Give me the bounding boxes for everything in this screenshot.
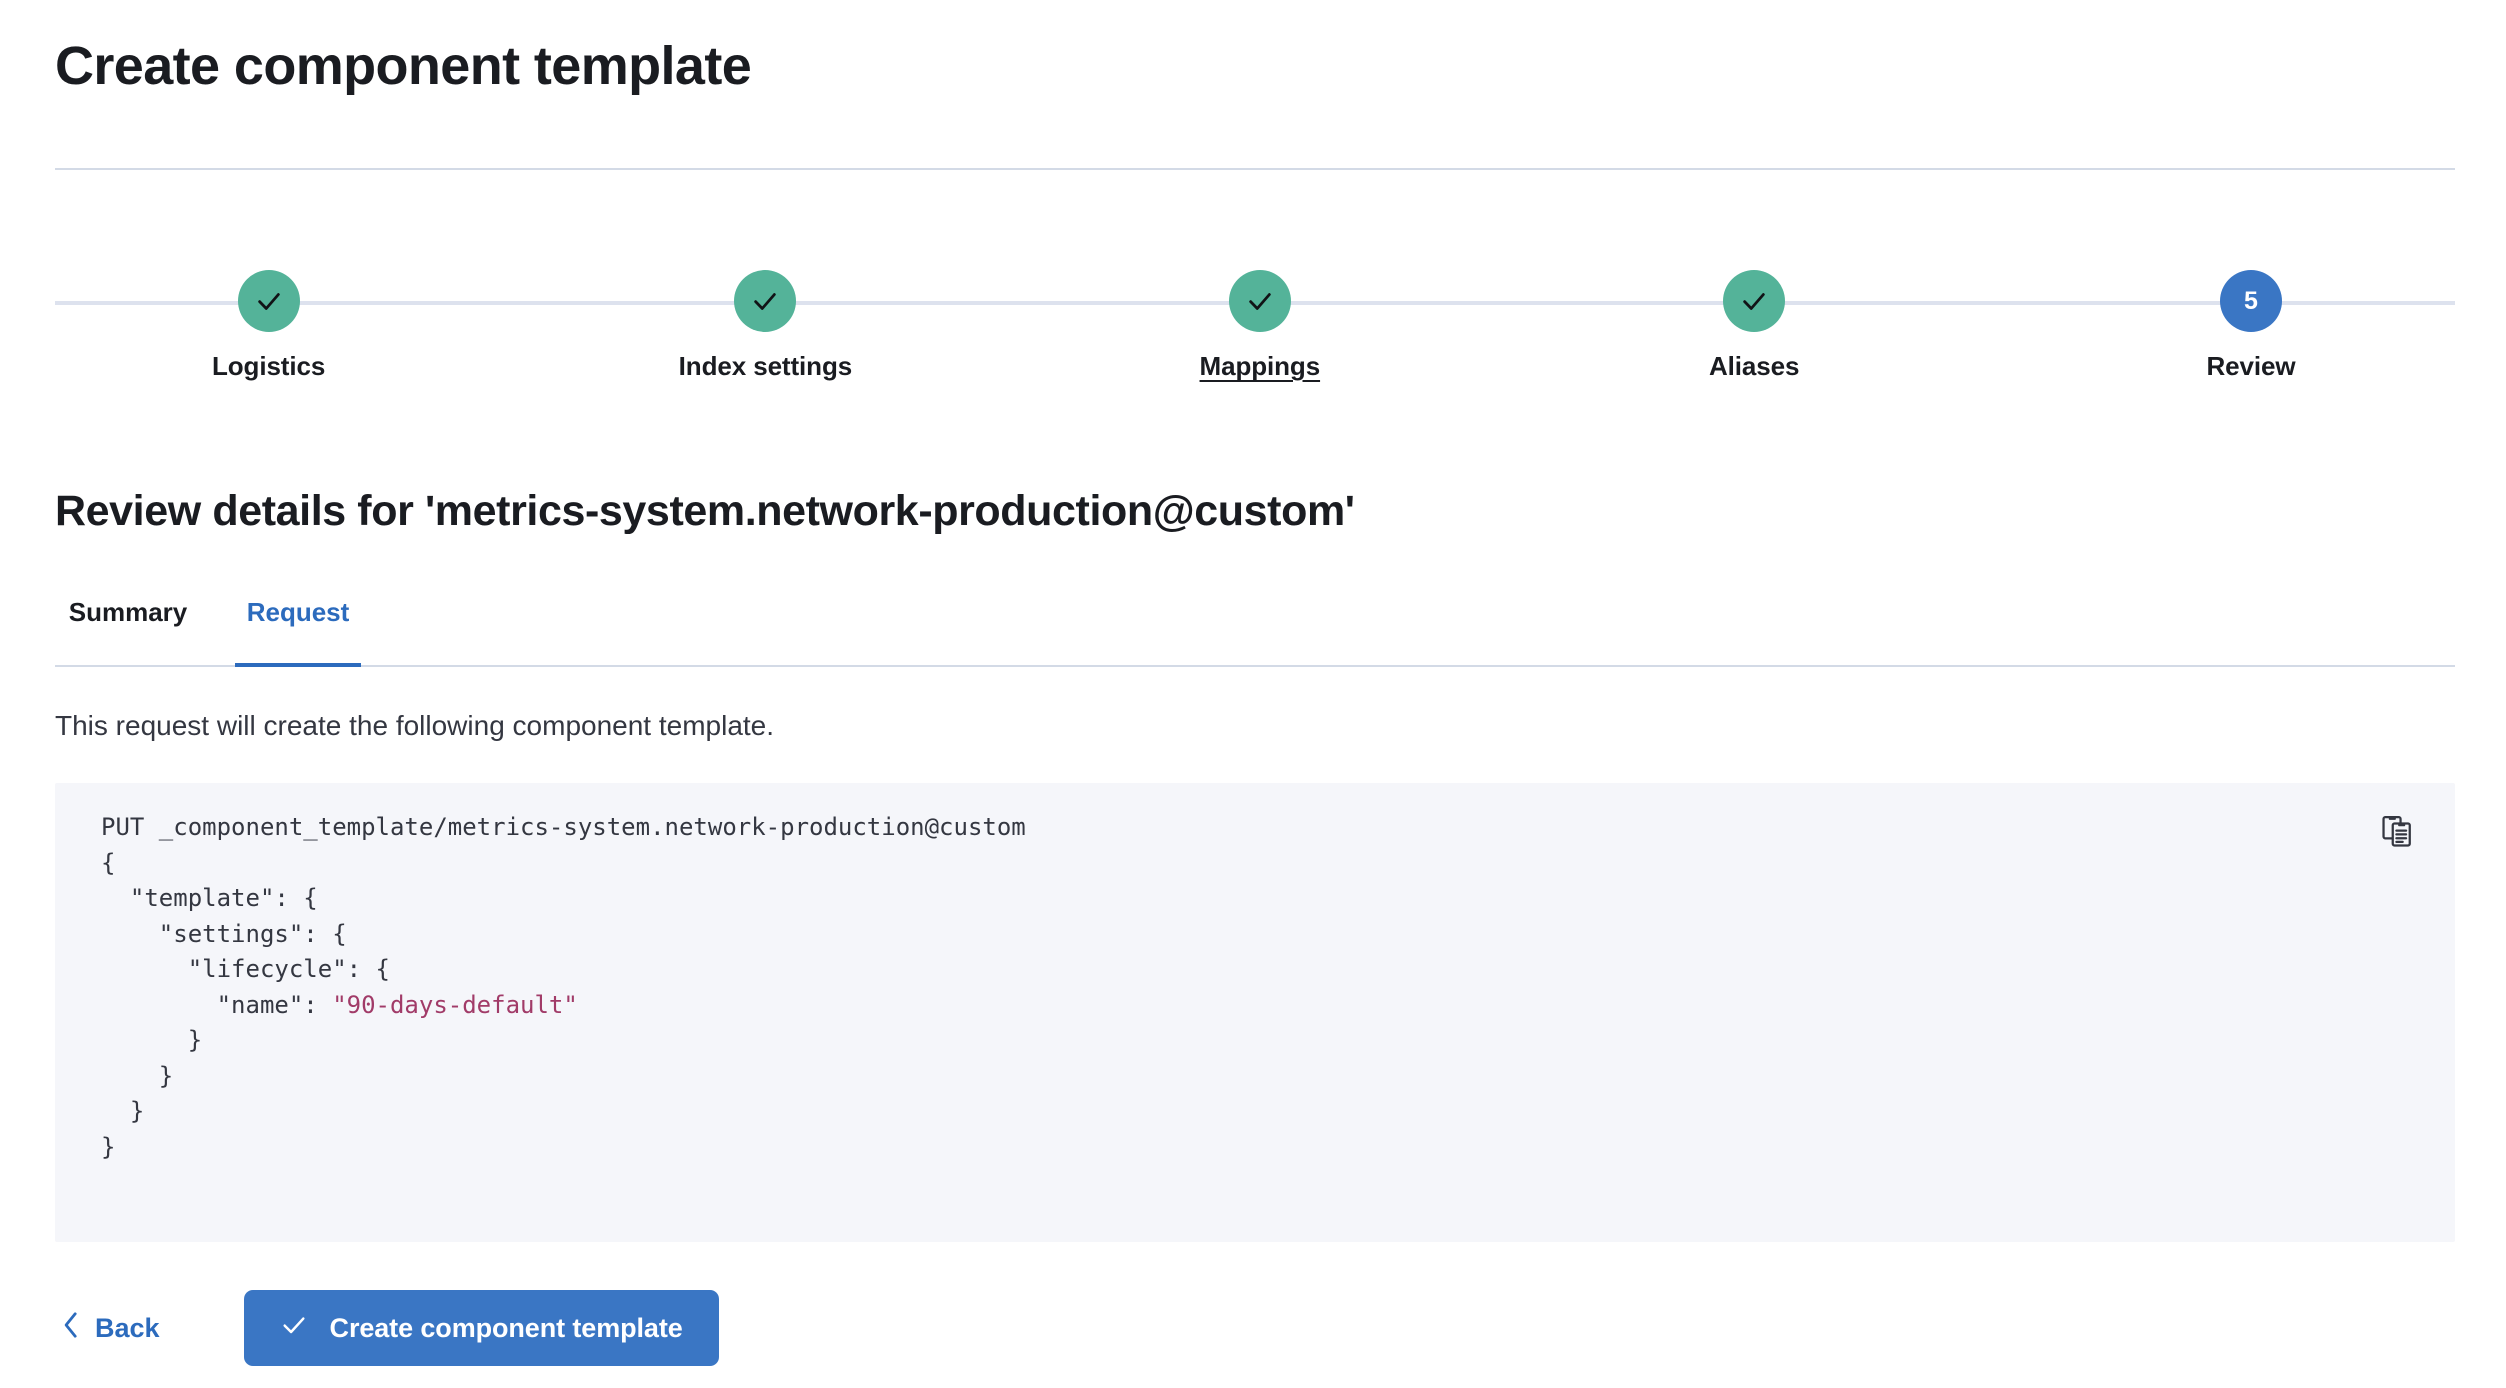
tab-summary[interactable]: Summary [55,595,201,667]
tabs-underline [55,665,2455,667]
check-icon [280,1311,308,1346]
back-button-label: Back [95,1312,160,1343]
wizard-step-index-settings[interactable]: Index settings [615,258,915,382]
wizard-footer-actions: Back Create component template [55,1290,719,1366]
step-marker-index-settings [734,270,797,332]
request-code-block[interactable]: PUT _component_template/metrics-system.n… [101,813,1026,1161]
request-code-panel: PUT _component_template/metrics-system.n… [55,783,2455,1242]
step-marker-mappings [1228,270,1291,332]
step-label-mappings[interactable]: Mappings [1199,351,1321,381]
step-label-logistics[interactable]: Logistics [211,351,326,381]
create-component-template-button[interactable]: Create component template [243,1290,719,1366]
copy-clipboard-icon [2380,815,2414,852]
chevron-left-icon [61,1311,81,1346]
tab-summary-indicator [55,663,201,667]
tab-request-indicator [235,663,361,667]
page-title: Create component template [55,36,752,96]
check-icon [257,293,280,310]
step-label-index-settings[interactable]: Index settings [678,351,853,381]
review-tabs: Summary Request [55,595,2455,667]
copy-to-clipboard-button[interactable] [2375,811,2419,855]
check-icon [1249,293,1271,310]
wizard-step-logistics[interactable]: Logistics [119,258,419,382]
review-heading: Review details for 'metrics-system.netwo… [55,487,1355,535]
request-description: This request will create the following c… [55,710,775,741]
tab-request-label: Request [246,597,350,627]
back-button[interactable]: Back [55,1303,166,1354]
step-label-review[interactable]: Review [2206,351,2296,381]
tab-request[interactable]: Request [235,595,361,667]
title-divider [55,168,2455,170]
step-label-aliases[interactable]: Aliases [1709,351,1800,381]
create-component-template-button-label: Create component template [329,1312,683,1343]
wizard-step-aliases[interactable]: Aliases [1604,258,1904,382]
tab-summary-label: Summary [68,597,188,627]
wizard-step-mappings[interactable]: Mappings [1110,258,1410,382]
step-marker-review: 5 [2220,270,2282,332]
step-marker-aliases [1723,270,1786,332]
step-marker-logistics [237,270,300,332]
check-icon [1743,293,1765,310]
code-string-value: "90-days-default" [332,990,578,1019]
step-number: 5 [2244,286,2258,315]
check-icon [754,293,777,310]
